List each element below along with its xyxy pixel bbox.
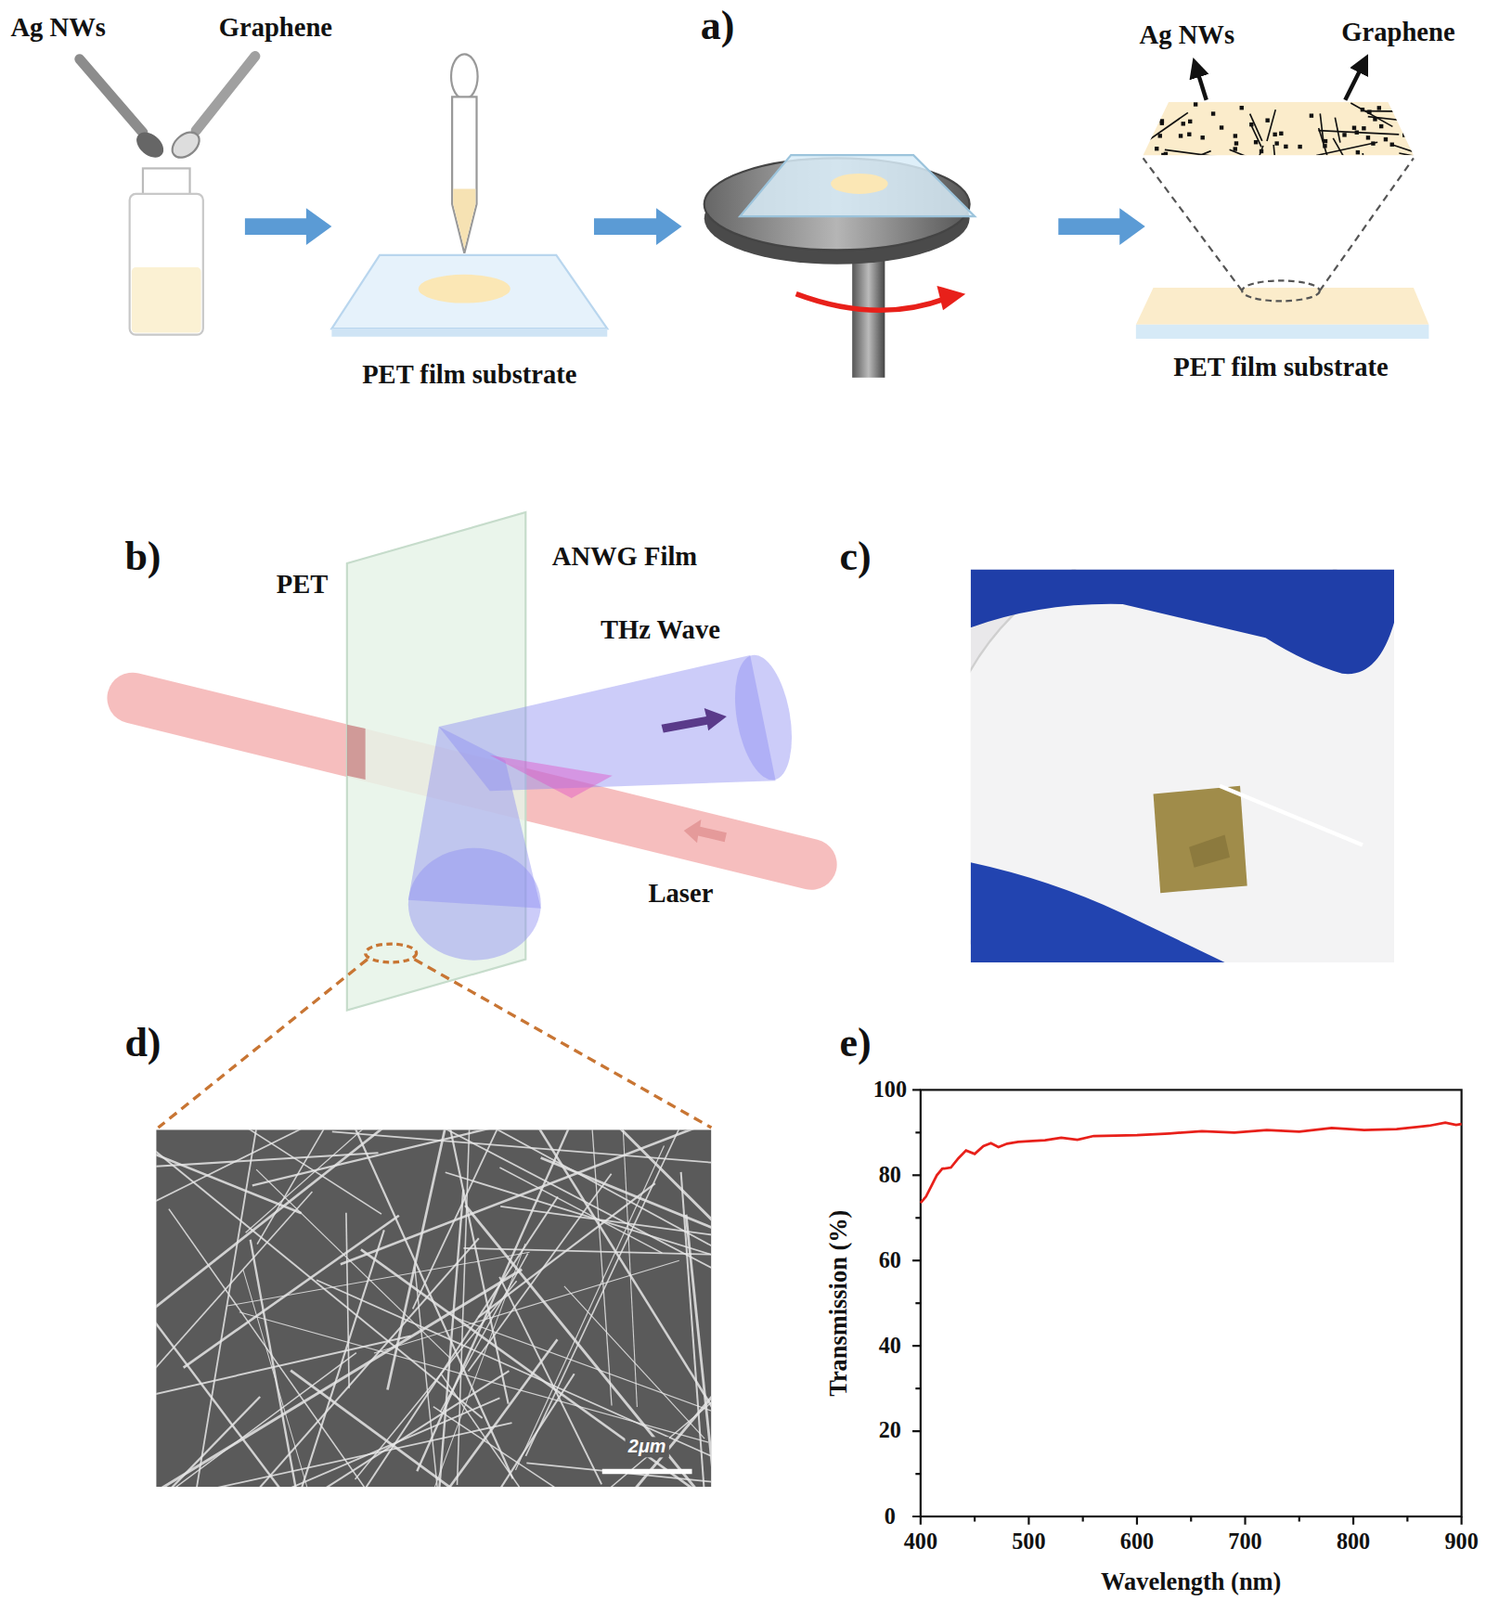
panel-label: c)	[839, 533, 871, 579]
scale-bar-label: 2μm	[625, 1436, 670, 1458]
axis-tick: 400	[904, 1529, 938, 1555]
axis-tick: 600	[1120, 1529, 1154, 1555]
axis-tick: 700	[1227, 1529, 1262, 1555]
panel-label: a)	[700, 2, 736, 48]
axis-tick: 100	[873, 1077, 907, 1103]
transmission-curve	[920, 1123, 1462, 1203]
spin-coater	[704, 155, 975, 378]
axis-tick: 80	[878, 1162, 902, 1189]
film-photo	[970, 569, 1395, 963]
pet-substrate-drop	[331, 53, 608, 337]
part-label: Laser	[647, 879, 713, 909]
axis-tick: 500	[1011, 1529, 1046, 1555]
axis-tick: 40	[878, 1333, 902, 1359]
part-label: ANWG Film	[552, 542, 698, 572]
axis-tick: 20	[878, 1418, 902, 1444]
axis-tick: 900	[1444, 1529, 1478, 1555]
panel-label: e)	[839, 1020, 871, 1066]
vial-illustration	[79, 55, 256, 335]
axis-title: Wavelength (nm)	[1100, 1568, 1281, 1596]
part-label: PET film substrate	[1173, 353, 1388, 383]
coated-film	[1130, 63, 1477, 339]
part-label: Graphene	[1341, 17, 1455, 47]
sem-image	[155, 1129, 711, 1487]
part-label: PET	[276, 569, 329, 599]
transmission-chart	[912, 1089, 1462, 1525]
axis-tick: 60	[878, 1248, 902, 1274]
part-label: PET film substrate	[361, 361, 577, 390]
part-label: Ag NWs	[10, 13, 105, 43]
axis-tick: 0	[884, 1504, 896, 1530]
part-label: THz Wave	[600, 616, 721, 646]
panel-label: b)	[124, 533, 161, 579]
panel-label: d)	[124, 1020, 161, 1066]
process-arrows	[245, 207, 1146, 246]
part-label: Graphene	[219, 13, 333, 43]
part-label: Ag NWs	[1139, 21, 1235, 51]
thz-emission-scheme	[132, 512, 812, 1128]
axis-tick: 800	[1336, 1529, 1370, 1555]
axis-title: Transmission (%)	[825, 1210, 853, 1397]
